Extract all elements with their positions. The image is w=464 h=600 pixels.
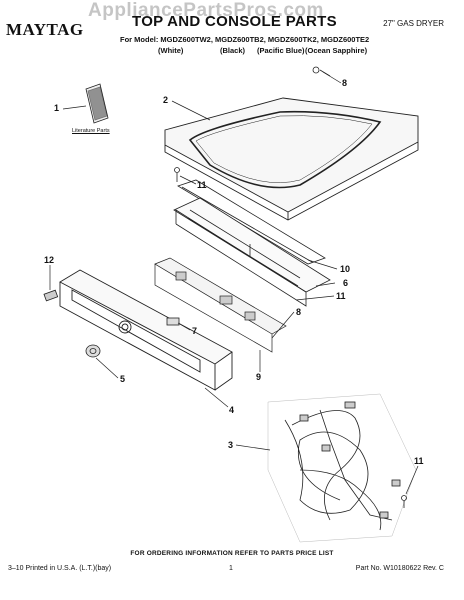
color-pacific-blue: (Pacific Blue) — [257, 46, 305, 55]
callout-2: 2 — [163, 95, 169, 105]
watermark: AppliancePartsPros.com — [88, 0, 324, 21]
ordering-notice: FOR ORDERING INFORMATION REFER TO PARTS … — [130, 550, 334, 557]
color-ocean-sapphire: (Ocean Sapphire) — [305, 46, 368, 55]
page-number: 1 — [229, 565, 233, 572]
part-number: Part No. W10180622 Rev. C — [355, 565, 444, 572]
top-panel — [164, 97, 419, 221]
callout-leaders — [49, 71, 419, 495]
callout-11-upper: 11 — [197, 180, 207, 190]
callout-1: 1 — [54, 103, 60, 113]
callout-11-mid: 11 — [336, 291, 346, 301]
callout-9: 9 — [256, 372, 262, 382]
brand-logo: MAYTAG — [6, 20, 84, 39]
callout-4: 4 — [229, 405, 235, 415]
console-panel — [59, 269, 233, 391]
color-black: (Black) — [220, 46, 246, 55]
callout-8-top: 8 — [342, 78, 348, 88]
model-list: For Model: MGDZ600TW2, MGDZ600TB2, MGDZ6… — [120, 35, 370, 44]
literature-booklet — [85, 83, 109, 124]
button-7 — [166, 317, 180, 326]
callout-3: 3 — [228, 440, 234, 450]
literature-parts-label: Literature Parts — [72, 128, 110, 134]
product-type: 27" GAS DRYER — [383, 19, 444, 28]
color-white: (White) — [158, 46, 184, 55]
console-bracket — [173, 179, 331, 307]
screw-11-upper — [174, 167, 180, 182]
callout-6: 6 — [343, 278, 349, 288]
callout-5: 5 — [120, 374, 126, 384]
print-info: 3–10 Printed in U.S.A. (L.T.)(bay) — [8, 565, 112, 572]
callout-12: 12 — [44, 255, 55, 265]
part-12 — [43, 289, 59, 302]
callout-10: 10 — [340, 264, 351, 274]
wire-harness — [267, 393, 417, 543]
callout-11-lower: 11 — [414, 456, 424, 466]
callout-7: 7 — [192, 326, 198, 336]
callout-8-board: 8 — [296, 307, 302, 317]
screw-11-lower — [401, 495, 407, 508]
page-title: TOP AND CONSOLE PARTS — [132, 13, 337, 30]
knob — [85, 344, 101, 358]
control-board — [154, 257, 287, 353]
